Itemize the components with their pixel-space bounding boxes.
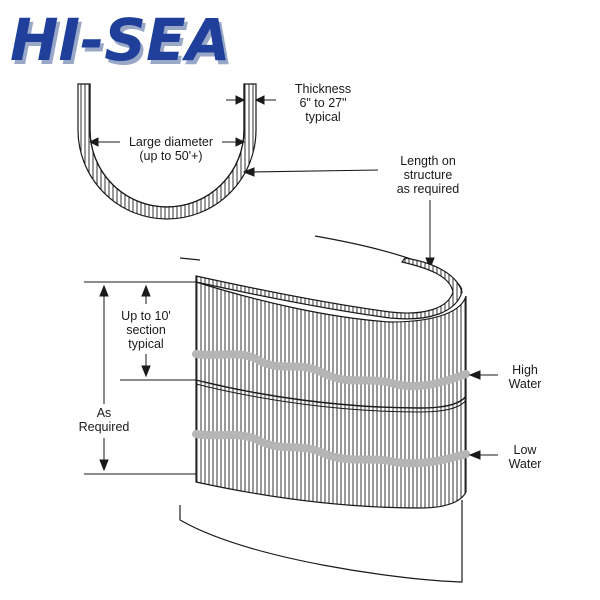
thickness-label-3: typical bbox=[305, 110, 340, 124]
high-water-band bbox=[192, 350, 470, 391]
length-label-3: as required bbox=[397, 182, 460, 196]
logo-shadow: HI-SEA bbox=[13, 10, 233, 78]
section-label-2: section bbox=[126, 323, 166, 337]
as-required-label-2: Required bbox=[79, 420, 130, 434]
brand-logo: HI-SEA HI-SEA bbox=[10, 6, 233, 78]
wrap-body bbox=[195, 281, 467, 509]
length-leaders bbox=[242, 167, 435, 270]
thickness-label-1: Thickness bbox=[295, 82, 351, 96]
section-label-3: typical bbox=[128, 337, 163, 351]
logo-text: HI-SEA bbox=[10, 6, 230, 74]
length-label-2: structure bbox=[404, 168, 453, 182]
u-section bbox=[77, 83, 257, 220]
thickness-label-2: 6" to 27" bbox=[299, 96, 346, 110]
length-label-1: Length on bbox=[400, 154, 456, 168]
high-water-label-2: Water bbox=[509, 377, 542, 391]
water-leaders bbox=[468, 370, 498, 460]
thickness-dimension bbox=[226, 95, 276, 105]
diameter-label-1: Large diameter bbox=[129, 135, 213, 149]
as-required-label-1: As bbox=[97, 406, 112, 420]
low-water-label-2: Water bbox=[509, 457, 542, 471]
high-water-label-1: High bbox=[512, 363, 538, 377]
pile-structure bbox=[179, 235, 467, 583]
diameter-label-2: (up to 50'+) bbox=[139, 149, 202, 163]
diameter-dimension bbox=[88, 137, 246, 147]
section-label-1: Up to 10' bbox=[121, 309, 171, 323]
low-water-band bbox=[192, 430, 470, 468]
low-water-label-1: Low bbox=[514, 443, 538, 457]
left-dimensions bbox=[84, 281, 196, 475]
